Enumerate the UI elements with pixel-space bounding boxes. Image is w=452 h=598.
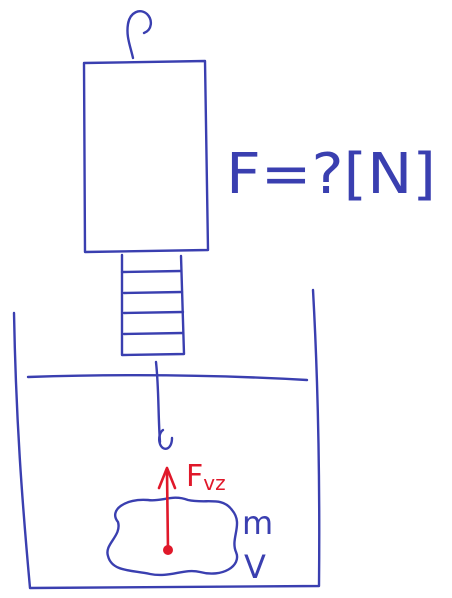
spring-scale-body: [82, 59, 210, 254]
string-hook: [158, 428, 174, 450]
scale-tick: [122, 331, 185, 336]
buoyant-force-symbol: F: [186, 459, 203, 494]
string: [154, 360, 162, 444]
buoyant-force-subscript: vz: [203, 471, 225, 495]
buoyant-force-arrow-shaft: [165, 470, 170, 552]
buoyant-force-arrowhead: [157, 466, 177, 490]
force-origin-dot: [163, 545, 173, 555]
submerged-object: [106, 496, 239, 577]
water-surface: [26, 374, 309, 382]
scale-tick: [122, 310, 185, 315]
scale-extension: [120, 253, 186, 357]
water-container: [12, 288, 321, 590]
scale-hook: [126, 10, 152, 60]
scale-tick: [122, 290, 184, 295]
scale-tick: [120, 269, 183, 274]
mass-label: m: [242, 504, 273, 542]
buoyant-force-label: Fvz: [186, 459, 226, 495]
force-question-label: F=?[N]: [226, 142, 436, 207]
volume-label: V: [244, 548, 266, 586]
